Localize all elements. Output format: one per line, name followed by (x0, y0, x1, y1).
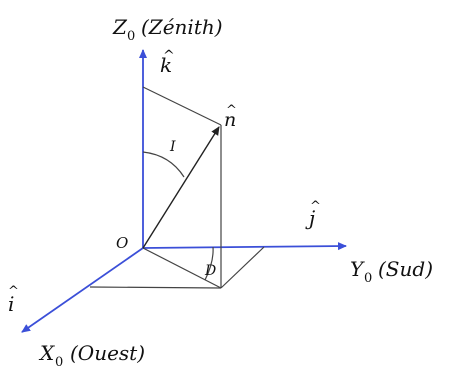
floor-right-edge (220, 246, 265, 289)
svg-text:0: 0 (55, 355, 63, 370)
svg-text:(Ouest): (Ouest) (70, 341, 145, 365)
top-edge (142, 86, 222, 126)
svg-text:^: ^ (163, 48, 175, 64)
svg-text:i: i (8, 292, 14, 316)
vector-n (142, 126, 220, 249)
svg-text:k: k (160, 53, 172, 77)
svg-text:(Sud): (Sud) (378, 257, 433, 281)
y-axis (142, 242, 347, 251)
i-unit-label: ^ i (8, 284, 19, 316)
inclination-label: I (169, 139, 176, 155)
svg-text:^: ^ (310, 199, 321, 214)
svg-text:n: n (224, 109, 236, 131)
svg-text:0: 0 (364, 271, 372, 286)
svg-text:Z: Z (112, 15, 128, 39)
svg-text:(Zénith): (Zénith) (141, 15, 223, 39)
x-axis-label: X 0 (Ouest) (38, 341, 145, 370)
declination-arc (204, 246, 214, 281)
floor-front-edge (89, 286, 222, 289)
svg-text:Y: Y (350, 257, 365, 281)
svg-text:^: ^ (226, 103, 237, 118)
k-unit-label: ^ k (160, 48, 175, 77)
svg-text:^: ^ (8, 284, 19, 299)
horizontal-projection (142, 247, 222, 289)
inclination-arc (142, 151, 185, 178)
svg-text:0: 0 (127, 29, 135, 44)
n-vector-label: ^ n (224, 103, 237, 131)
y-axis-label: Y 0 (Sud) (350, 257, 433, 286)
declination-label: D (204, 263, 216, 279)
x-axis (21, 247, 144, 333)
svg-text:X: X (38, 341, 55, 365)
origin-label: O (116, 234, 128, 252)
j-unit-label: ^ j (305, 199, 321, 230)
z-axis-label: Z 0 (Zénith) (112, 15, 223, 44)
svg-text:j: j (305, 206, 315, 230)
